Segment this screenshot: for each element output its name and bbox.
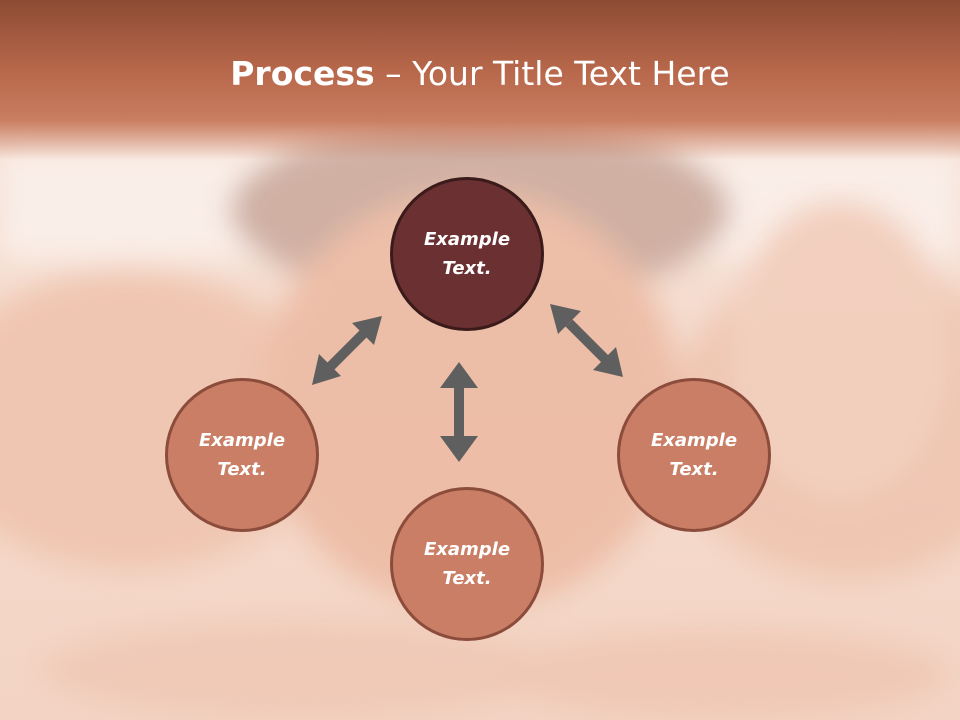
title-dash: – [374, 54, 413, 93]
node-right-line1: Example [650, 430, 738, 451]
node-right-line2: Text. [669, 459, 719, 480]
node-top-line1: Example [423, 229, 511, 250]
double-arrow-vertical [440, 362, 478, 462]
double-arrow-left [312, 316, 382, 385]
node-bottom-line1: Example [423, 539, 511, 560]
node-top-line2: Text. [442, 258, 492, 279]
double-arrow-right [550, 304, 623, 377]
node-left-line1: Example [198, 430, 286, 451]
node-bottom-line2: Text. [442, 568, 492, 589]
slide-title: Process – Your Title Text Here [0, 52, 960, 96]
node-left-line2: Text. [217, 459, 267, 480]
title-text: Your Title Text Here [412, 54, 730, 93]
title-band [0, 0, 960, 160]
title-bold: Process [230, 54, 375, 93]
